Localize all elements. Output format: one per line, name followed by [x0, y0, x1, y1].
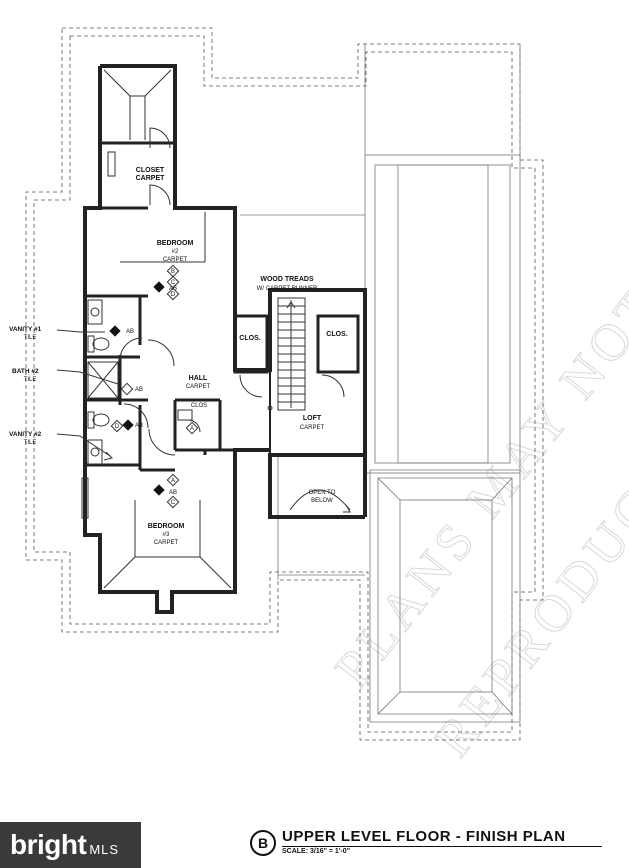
hall-label: HALL	[189, 375, 208, 382]
hall-finish: CARPET	[186, 384, 211, 390]
tag-ab-v1: AB	[126, 329, 134, 335]
bedroom2-number: #2	[172, 249, 179, 255]
bath-fixtures	[81, 151, 193, 519]
drawing-title: UPPER LEVEL FLOOR - FINISH PLAN	[282, 828, 566, 845]
interior-walls	[85, 141, 360, 472]
tag-ab3: AB	[169, 490, 177, 496]
closet-right-label: CLOS.	[326, 331, 347, 338]
vanity2-finish: TILE	[24, 440, 37, 446]
door-swings	[119, 127, 351, 513]
tag-b2-top: B	[171, 269, 175, 275]
bright-mls-logo: bright MLS	[0, 822, 141, 868]
bath2-finish: TILE	[24, 377, 37, 383]
vanity1-finish: TILE	[24, 335, 37, 341]
small-closet-label: CLOS	[191, 403, 207, 409]
closet-label: CLOSET	[136, 167, 165, 174]
closet-finish: CARPET	[136, 175, 166, 182]
bedroom2-finish: CARPET	[163, 257, 188, 263]
loft-label: LOFT	[303, 415, 322, 422]
logo-brand: bright	[10, 829, 87, 860]
title-underline	[282, 846, 602, 847]
stairs-label: WOOD TREADS	[260, 276, 314, 283]
logo-suffix: MLS	[89, 841, 120, 857]
bath2-label: BATH #2	[12, 368, 39, 375]
vanity1-label: VANITY #1	[9, 326, 42, 333]
bedroom2-label: BEDROOM	[157, 240, 194, 247]
exterior-walls	[83, 64, 367, 614]
open-below-label-2: BELOW	[311, 498, 333, 504]
vanity2-label: VANITY #2	[9, 431, 42, 438]
loft-finish: CARPET	[300, 425, 325, 431]
room-labels: CLOSET CARPET BEDROOM #2 CARPET VANITY #…	[9, 167, 348, 546]
stair-run	[267, 297, 306, 411]
tag-ab-bath: AB	[135, 387, 143, 393]
lower-roof-framing	[240, 44, 521, 723]
bedroom3-number: #3	[163, 532, 170, 538]
tag-c2: C	[171, 280, 176, 286]
drawing-title-block: B UPPER LEVEL FLOOR - FINISH PLAN SCALE:…	[250, 826, 620, 866]
tag-d-v2: D	[115, 424, 120, 430]
tag-a3: A	[171, 478, 175, 484]
bedroom3-finish: CARPET	[154, 540, 179, 546]
bedroom3-label: BEDROOM	[148, 523, 185, 530]
leader-lines	[56, 329, 119, 461]
tag-c3: C	[171, 500, 176, 506]
tag-d2: D	[171, 292, 176, 298]
drawing-letter-badge: B	[250, 830, 276, 856]
tag-ab-v2: AB	[135, 423, 143, 429]
ceiling-hip-lines	[103, 69, 232, 589]
stairs-finish: W/ CARPET RUNNER	[257, 286, 318, 292]
closet-left-label: CLOS.	[239, 335, 260, 342]
drawing-scale: SCALE: 3/16" = 1'-0"	[282, 848, 351, 855]
tag-a-clos: A	[190, 426, 194, 432]
open-below-label: OPEN TO	[309, 490, 336, 496]
roof-outline	[25, 27, 544, 741]
